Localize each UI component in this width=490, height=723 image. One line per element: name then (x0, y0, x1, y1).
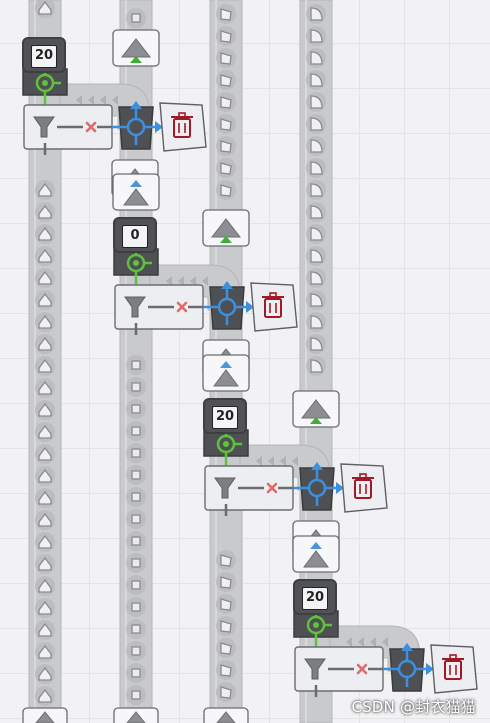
counter-value: 0 (122, 225, 148, 248)
tunnel-icon (112, 173, 160, 211)
arrow-display (202, 209, 250, 247)
arrow-tile (113, 707, 159, 723)
filter-icon (204, 465, 294, 516)
trash-icon (250, 282, 298, 332)
router-icon (383, 643, 434, 692)
trash-icon (340, 463, 388, 513)
filter-icon (23, 104, 113, 155)
router-icon (203, 281, 254, 330)
filter-icon (114, 284, 204, 335)
tunnel-icon (202, 354, 250, 392)
router-icon (293, 462, 344, 511)
trash-icon (159, 102, 207, 152)
trash-icon (430, 644, 478, 694)
router-icon (112, 101, 163, 150)
arrow-display (112, 29, 160, 67)
counter-value: 20 (212, 406, 238, 429)
item-counter[interactable]: 20 (293, 579, 337, 615)
filter-icon (294, 646, 384, 697)
arrow-tile (203, 707, 249, 723)
tunnel-icon (292, 535, 340, 573)
counter-value: 20 (302, 587, 328, 610)
watermark: CSDN @封衣猫猫 (351, 698, 476, 716)
item-counter[interactable]: 20 (22, 37, 66, 73)
arrow-display (292, 390, 340, 428)
arrow-tile (22, 707, 68, 723)
counter-value: 20 (31, 45, 57, 68)
item-counter[interactable]: 20 (203, 398, 247, 434)
item-counter[interactable]: 0 (113, 217, 157, 253)
